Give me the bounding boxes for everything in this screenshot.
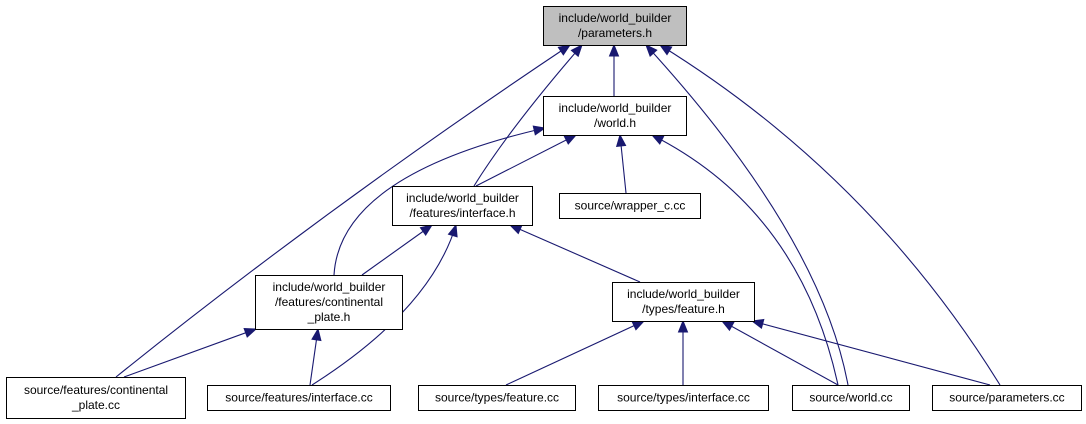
- edge-features_interface_h-to-parameters_h: [473, 44, 583, 187]
- node-box: [612, 282, 755, 322]
- node-continental-plate-h[interactable]: include/world_builder/features/continent…: [255, 275, 403, 330]
- edge-line: [361, 224, 433, 276]
- edge-line: [475, 134, 577, 187]
- node-types-interface-cc[interactable]: source/types/interface.cc: [598, 385, 769, 411]
- arrowhead-icon: [631, 320, 646, 331]
- edge-continental_plate_cc-to-parameters_h: [115, 44, 572, 378]
- arrowhead-icon: [608, 43, 620, 57]
- edge-world_cc-to-types_feature_h: [720, 320, 839, 386]
- node-box: [255, 275, 403, 330]
- node-label: source/types/feature.cc: [435, 391, 559, 405]
- node-label: include/world_builder: [627, 287, 740, 301]
- edge-continental_plate_h-to-features_interface_h: [361, 224, 434, 276]
- arrowhead-icon: [658, 44, 673, 56]
- arrowhead-icon: [243, 328, 258, 338]
- node-label: source/wrapper_c.cc: [575, 199, 686, 213]
- arrowhead-icon: [508, 224, 523, 235]
- arrowhead-icon: [650, 134, 665, 145]
- edge-parameters_cc-to-parameters_h: [658, 44, 1001, 386]
- node-world-h[interactable]: include/world_builder/world.h: [543, 96, 687, 136]
- edge-line: [651, 134, 839, 386]
- node-types-feature-h[interactable]: include/world_builder/types/feature.h: [612, 282, 755, 322]
- edge-line: [751, 320, 991, 386]
- edge-line: [473, 44, 583, 187]
- node-parameters-cc[interactable]: source/parameters.cc: [932, 385, 1082, 411]
- edge-continental_plate_cc-to-continental_plate_h: [123, 328, 258, 378]
- arrowhead-icon: [615, 133, 627, 147]
- node-box: [207, 385, 391, 411]
- edge-types_feature_cc-to-types_feature_h: [505, 320, 646, 386]
- edge-line: [115, 44, 571, 378]
- node-box: [932, 385, 1082, 411]
- node-box: [559, 193, 701, 219]
- node-label: _plate.cc: [71, 398, 120, 412]
- node-label: source/world.cc: [809, 391, 892, 405]
- node-box: [543, 6, 687, 46]
- node-features-interface-h[interactable]: include/world_builder/features/interface…: [392, 186, 533, 226]
- node-box: [543, 96, 687, 136]
- node-label: /types/feature.h: [642, 302, 725, 316]
- edge-world_h-to-parameters_h: [608, 43, 620, 96]
- node-label: /world.h: [594, 116, 636, 130]
- node-types-feature-cc[interactable]: source/types/feature.cc: [418, 385, 576, 411]
- edge-parameters_cc-to-types_feature_h: [750, 318, 991, 386]
- edge-line: [659, 44, 1001, 386]
- node-box: [392, 186, 533, 226]
- arrowhead-icon: [570, 44, 583, 58]
- node-label: include/world_builder: [273, 280, 386, 294]
- edge-features_interface_cc-to-features_interface_h: [311, 223, 458, 386]
- edge-line: [509, 224, 641, 283]
- edge-line: [311, 224, 457, 386]
- node-continental-plate-cc[interactable]: source/features/continental_plate.cc: [6, 377, 186, 419]
- node-features-interface-cc[interactable]: source/features/interface.cc: [207, 385, 391, 411]
- node-label: source/features/continental: [24, 383, 168, 397]
- node-label: /parameters.h: [578, 26, 652, 40]
- edge-types_interface_cc-to-types_feature_h: [677, 319, 689, 385]
- edge-line: [721, 320, 839, 386]
- node-label: include/world_builder: [559, 101, 672, 115]
- edge-world_cc-to-world_h: [650, 134, 839, 386]
- arrowhead-icon: [532, 125, 547, 136]
- edge-line: [123, 328, 257, 378]
- arrowhead-icon: [447, 223, 458, 238]
- node-label: _plate.h: [307, 310, 351, 324]
- arrowhead-icon: [419, 224, 434, 236]
- edge-wrapper_c_cc-to-world_h: [615, 133, 627, 194]
- edge-line: [505, 320, 645, 386]
- node-box: [6, 377, 186, 419]
- file-nodes: include/world_builder/parameters.hinclud…: [6, 6, 1082, 419]
- arrowhead-icon: [645, 44, 658, 58]
- node-label: include/world_builder: [406, 191, 519, 205]
- arrowhead-icon: [563, 134, 578, 145]
- arrowhead-icon: [557, 44, 572, 56]
- node-label: source/features/interface.cc: [225, 391, 372, 405]
- arrowhead-icon: [720, 320, 735, 332]
- node-box: [418, 385, 576, 411]
- edge-line: [333, 127, 546, 276]
- node-label: /features/interface.h: [409, 206, 515, 220]
- node-label: include/world_builder: [559, 11, 672, 25]
- node-label: /features/continental: [275, 295, 383, 309]
- edge-features_interface_cc-to-continental_plate_h: [309, 327, 322, 386]
- arrowhead-icon: [677, 319, 689, 333]
- node-label: source/parameters.cc: [949, 391, 1064, 405]
- node-parameters-h: include/world_builder/parameters.h: [543, 6, 687, 46]
- node-box: [598, 385, 769, 411]
- dependency-edges: [115, 43, 1001, 386]
- node-box: [792, 385, 910, 411]
- edge-types_feature_h-to-features_interface_h: [508, 224, 641, 283]
- node-wrapper-c-cc[interactable]: source/wrapper_c.cc: [559, 193, 701, 219]
- arrowhead-icon: [311, 327, 322, 342]
- node-world-cc[interactable]: source/world.cc: [792, 385, 910, 411]
- node-label: source/types/interface.cc: [617, 391, 750, 405]
- edge-continental_plate_h-to-world_h: [333, 125, 547, 276]
